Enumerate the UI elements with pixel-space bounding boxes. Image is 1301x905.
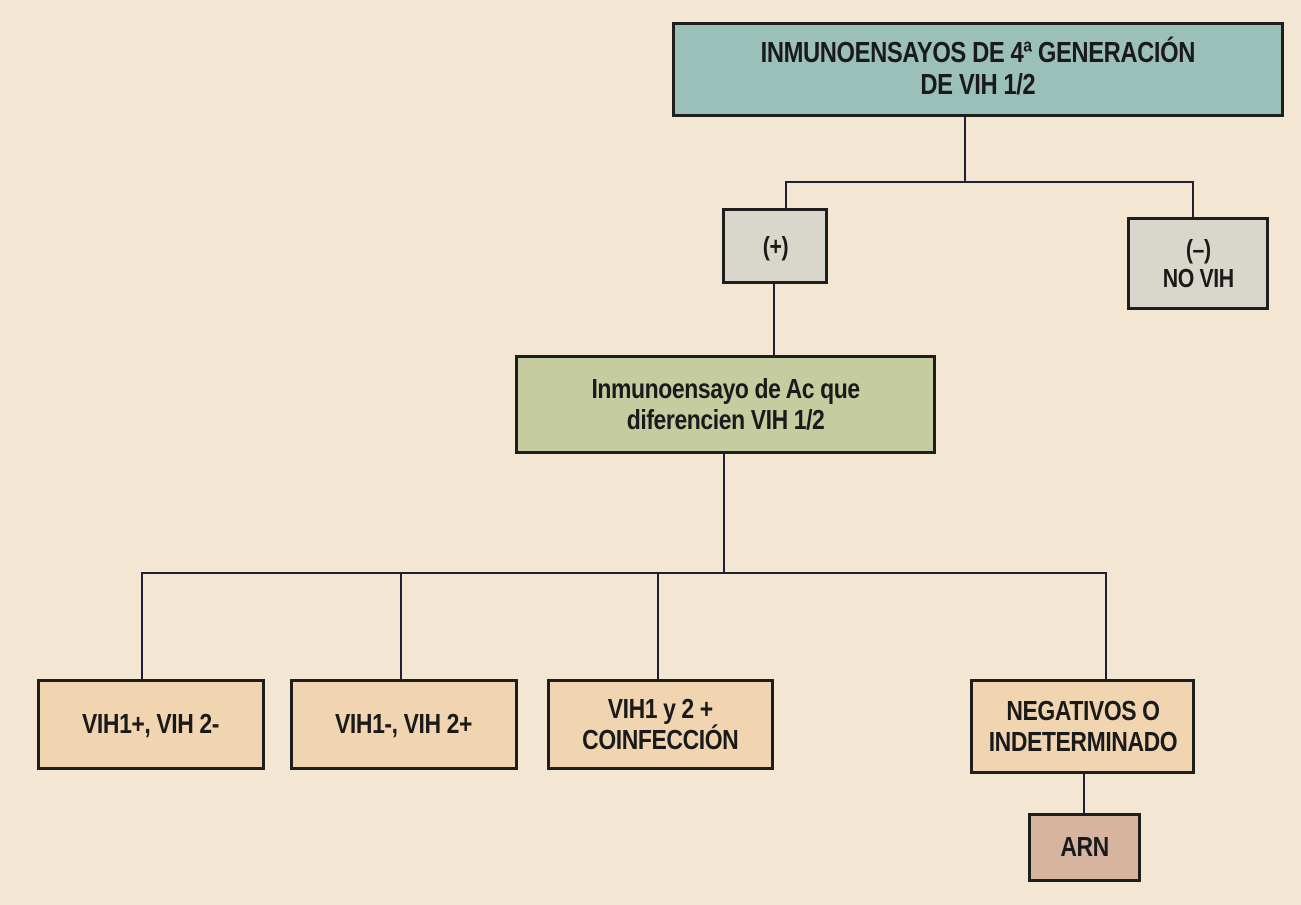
vih1-positive-node-label: VIH1+, VIH 2-	[82, 708, 220, 740]
arn-node-label: ARN	[1060, 831, 1109, 863]
negative-node-label: (–) NO VIH	[1162, 234, 1234, 293]
coinfection-node-label: VIH1 y 2 + COINFECCIÓN	[582, 693, 739, 755]
differentiation-node: Inmunoensayo de Ac que diferencien VIH 1…	[515, 355, 936, 454]
positive-node: (+)	[722, 208, 828, 284]
indeterminate-node: NEGATIVOS O INDETERMINADO	[970, 679, 1195, 774]
arn-node: ARN	[1028, 813, 1141, 882]
vih1-positive-node: VIH1+, VIH 2-	[37, 679, 265, 770]
vih2-positive-node-label: VIH1-, VIH 2+	[335, 708, 473, 740]
root-node-label: INMUNOENSAYOS DE 4ª GENERACIÓN DE VIH 1/…	[760, 37, 1196, 101]
connector-to-positive	[785, 181, 787, 209]
connector-positive-to-differentiation	[773, 283, 775, 356]
connector-differentiation-down	[723, 453, 725, 574]
vih2-positive-node: VIH1-, VIH 2+	[290, 679, 518, 770]
connector-to-vih1	[141, 572, 143, 680]
connector-to-indeterminate	[1105, 572, 1107, 680]
connector-root-branch	[785, 181, 1194, 183]
positive-node-label: (+)	[762, 230, 788, 261]
connector-to-negative	[1192, 181, 1194, 218]
connector-outcome-branch	[141, 572, 1107, 574]
connector-root-down	[964, 116, 966, 183]
connector-to-vih2	[400, 572, 402, 680]
differentiation-node-label: Inmunoensayo de Ac que diferencien VIH 1…	[591, 373, 860, 435]
indeterminate-node-label: NEGATIVOS O INDETERMINADO	[988, 695, 1177, 757]
connector-indeterminate-to-arn	[1083, 773, 1085, 814]
coinfection-node: VIH1 y 2 + COINFECCIÓN	[547, 679, 774, 770]
root-node: INMUNOENSAYOS DE 4ª GENERACIÓN DE VIH 1/…	[672, 22, 1284, 117]
connector-to-coinfection	[657, 572, 659, 680]
negative-node: (–) NO VIH	[1127, 217, 1269, 310]
